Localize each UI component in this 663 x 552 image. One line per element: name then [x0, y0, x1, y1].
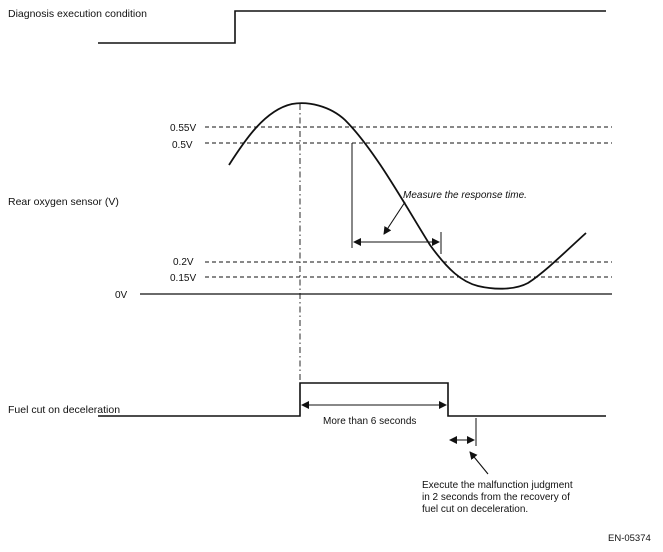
rear-sensor-waveform	[228, 102, 587, 290]
response-time-note: Measure the response time.	[403, 190, 527, 201]
fuel-cut-waveform	[98, 382, 606, 417]
fuel-cut-label: Fuel cut on deceleration	[8, 404, 120, 416]
level-label-0v: 0V	[115, 290, 128, 301]
level-label-05: 0.5V	[172, 140, 193, 151]
more-than-6s-label-bg	[318, 412, 430, 426]
rear-sensor-label: Rear oxygen sensor (V)	[8, 196, 119, 208]
judgment-note-line1: Execute the malfunction judgment	[422, 480, 573, 491]
figure-id: EN-05374	[608, 533, 651, 544]
diagnosis-label: Diagnosis execution condition	[8, 8, 147, 20]
level-label-015: 0.15V	[170, 273, 196, 284]
response-callout-arrow	[383, 201, 406, 235]
level-label-02: 0.2V	[173, 257, 194, 268]
judgment-note-line3: fuel cut on deceleration.	[422, 504, 528, 515]
judgment-note-line2: in 2 seconds from the recovery of	[422, 492, 570, 503]
diagnosis-waveform	[98, 10, 606, 44]
level-label-055: 0.55V	[170, 123, 196, 134]
judgment-callout-arrow	[469, 451, 489, 475]
more-than-6s-label: More than 6 seconds	[323, 416, 416, 427]
